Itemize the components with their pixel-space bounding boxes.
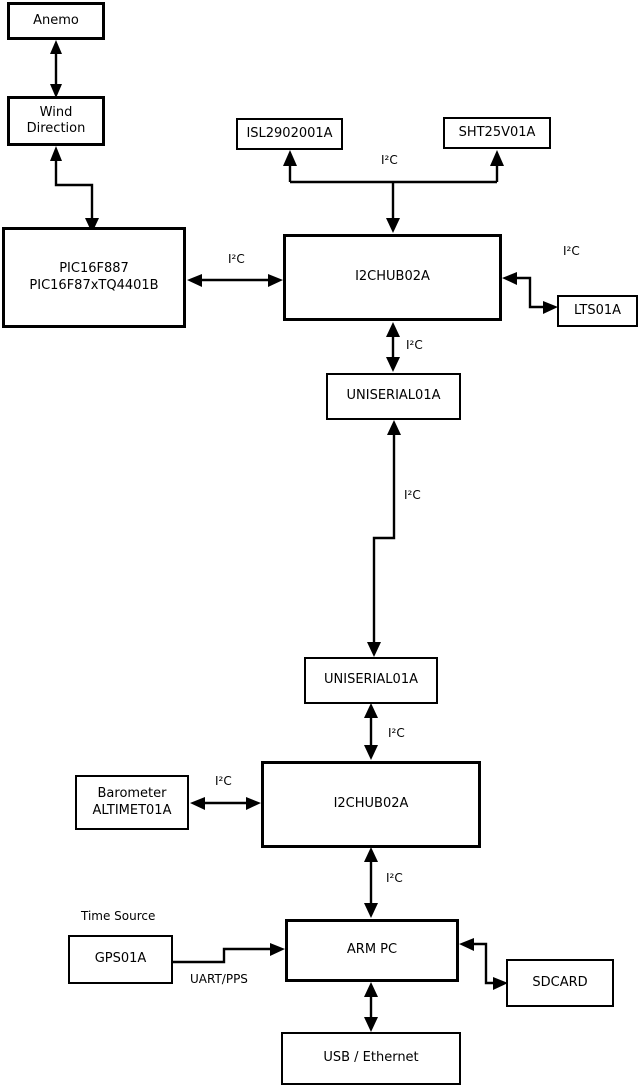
edge-label-barometer-to-hub: I²C — [215, 774, 232, 788]
edge-hubtop-lts — [502, 272, 558, 314]
node-gps01a[interactable]: GPS01A — [68, 935, 173, 984]
edge-wind-pic — [50, 146, 99, 233]
edge-armpc-usbeth — [364, 982, 378, 1032]
node-i2chub02a-top[interactable]: I2CHUB02A — [283, 234, 502, 321]
edge-label-uniserial-to-hub-bottom: I²C — [388, 726, 405, 740]
edge-hubtop-sensors — [283, 150, 504, 233]
edge-label-hub-to-uniserial: I²C — [406, 338, 423, 352]
edge-label-hub-to-armpc: I²C — [386, 871, 403, 885]
edge-uniserial-hubbottom — [364, 703, 378, 760]
edge-label-hub-to-lts: I²C — [563, 244, 580, 258]
edge-barometer-hubbottom — [190, 797, 261, 810]
edge-gps-armpc — [173, 943, 285, 964]
node-anemo[interactable]: Anemo — [7, 2, 105, 40]
edge-pic-hubtop — [187, 274, 283, 287]
node-arm-pc[interactable]: ARM PC — [285, 919, 459, 982]
node-uniserial01a-upper[interactable]: UNISERIAL01A — [326, 373, 461, 420]
node-pic-microcontroller[interactable]: PIC16F887 PIC16F87xTQ4401B — [2, 227, 186, 328]
edge-hubbottom-armpc — [364, 847, 378, 918]
node-sht25v01a[interactable]: SHT25V01A — [443, 117, 551, 149]
edge-label-pic-to-hub: I²C — [228, 252, 245, 266]
edge-hubtop-uniserial — [386, 322, 400, 372]
node-wind-direction[interactable]: Wind Direction — [7, 96, 105, 146]
node-lts01a[interactable]: LTS01A — [557, 295, 638, 327]
edge-uniserial-link — [367, 420, 401, 657]
node-i2chub02a-bottom[interactable]: I2CHUB02A — [261, 761, 481, 848]
edge-armpc-sdcard — [459, 938, 508, 990]
edge-label-gps-to-armpc: UART/PPS — [190, 972, 248, 986]
edge-anemo-wind — [50, 40, 62, 98]
node-sdcard[interactable]: SDCARD — [506, 959, 614, 1007]
node-uniserial01a-lower[interactable]: UNISERIAL01A — [304, 657, 438, 704]
annotation-time-source: Time Source — [81, 909, 156, 923]
node-isl2902001a[interactable]: ISL2902001A — [236, 118, 343, 150]
edge-label-hubtop-sensors: I²C — [381, 153, 398, 167]
node-usb-ethernet[interactable]: USB / Ethernet — [281, 1032, 461, 1085]
edge-label-uniserial-link: I²C — [404, 488, 421, 502]
node-barometer-altimet01a[interactable]: Barometer ALTIMET01A — [75, 775, 189, 830]
